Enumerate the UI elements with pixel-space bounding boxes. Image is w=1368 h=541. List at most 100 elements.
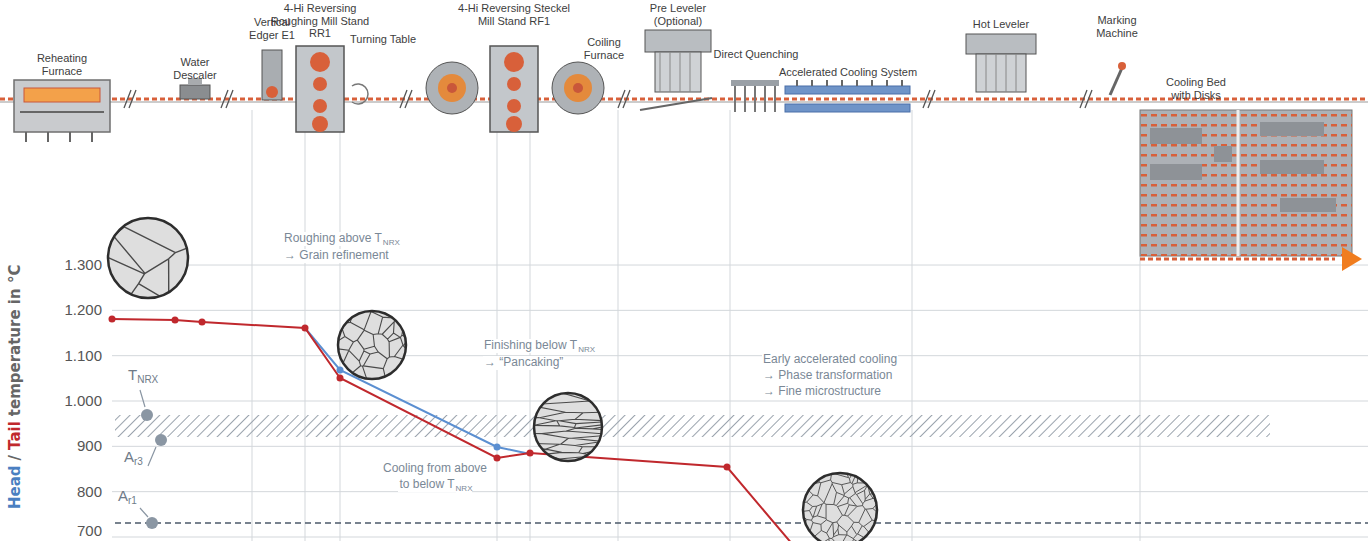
- marking-machine: [1110, 62, 1126, 95]
- coiling-furnace-left: [426, 62, 478, 114]
- pre-leveler: [640, 98, 712, 110]
- equipment-label: Hot Leveler: [973, 18, 1029, 31]
- roughing-mill: [312, 116, 328, 132]
- annotation: Early accelerated cooling: [762, 353, 898, 367]
- hot-leveler: [986, 54, 1016, 92]
- cooling-bed: [1140, 110, 1362, 271]
- microstructure-image: [799, 469, 880, 541]
- grid-lines: [112, 110, 1368, 541]
- cooling-bed: [1260, 122, 1324, 136]
- hot-leveler: [976, 54, 1026, 92]
- curve-point: [109, 316, 731, 471]
- vertical-edger: [266, 86, 278, 98]
- microstructure-image: [338, 311, 406, 379]
- curve-point: [199, 319, 206, 326]
- grid-lines: [112, 491, 1368, 492]
- microstructure-image: [335, 308, 410, 383]
- roughing-mill: [296, 46, 344, 132]
- reference-point: [146, 517, 158, 529]
- tick-label: 1.100: [64, 347, 102, 364]
- grid-lines: [618, 110, 619, 541]
- temperature-curve: [112, 319, 793, 541]
- microstructure-image: [104, 214, 192, 302]
- reference-point: [140, 390, 156, 517]
- equipment-label: Reheating Furnace: [27, 52, 97, 77]
- axis-title-part: Tail: [6, 421, 24, 450]
- water-descaler: [180, 78, 210, 99]
- annotation: Roughing above T: [283, 232, 383, 246]
- annotation: → Phase transformation: [762, 369, 893, 383]
- reference-label: A: [124, 448, 134, 465]
- coiling-furnace-left: [447, 83, 457, 93]
- roughing-mill: [313, 77, 327, 91]
- cooling-bed: [1140, 258, 1335, 261]
- curve-point: [302, 325, 309, 332]
- reference-point: [140, 390, 167, 529]
- accelerated-cooling-system: [785, 80, 910, 112]
- subscript: NRX: [578, 345, 595, 354]
- microstructure-image: [104, 214, 192, 302]
- subscript: r3: [134, 456, 143, 468]
- subscript: NRX: [383, 238, 400, 247]
- coiling-furnace-right: [552, 62, 604, 114]
- reference-label: T: [128, 366, 137, 383]
- microstructure-image: [534, 393, 602, 461]
- annotation: to below T: [398, 478, 455, 492]
- reheating-furnace: [14, 80, 110, 142]
- tick-label: 1.300: [64, 256, 102, 273]
- microstructure-image: [104, 214, 192, 302]
- microstructure-image: [803, 473, 877, 541]
- steckel-mill: [504, 52, 524, 72]
- grid-lines: [112, 355, 1368, 356]
- coiling-furnace-right: [564, 74, 592, 102]
- curve-point: [494, 455, 501, 462]
- roughing-mill: [313, 99, 327, 113]
- tick-label: 700: [77, 522, 102, 539]
- equipment-label: Pre Leveler (Optional): [641, 2, 715, 27]
- cooling-bed: [1214, 146, 1232, 162]
- accelerated-cooling-system: [785, 104, 910, 112]
- microstructure-image: [531, 390, 606, 465]
- grid-lines: [730, 110, 731, 541]
- cooling-bed: [1342, 247, 1362, 271]
- steckel-mill: [490, 46, 538, 132]
- vertical-edger: [262, 50, 282, 100]
- water-descaler: [180, 85, 210, 99]
- cooling-bed: [1140, 110, 1352, 256]
- curve-point: [337, 367, 344, 374]
- curve-point: [109, 316, 116, 323]
- annotation: Finishing below T: [483, 339, 578, 353]
- axis-title-part: temperature in °C: [6, 265, 24, 417]
- subscript: NRX: [456, 484, 473, 493]
- curve-point: [172, 317, 179, 324]
- equipment-label: Marking Machine: [1089, 14, 1145, 39]
- temperature-curve: [112, 319, 793, 541]
- equipment-label: Cooling Bed with Disks: [1158, 76, 1234, 101]
- tick-label: 900: [77, 437, 102, 454]
- grid-lines: [112, 537, 1368, 538]
- coiling-furnace-left: [426, 62, 478, 114]
- microstructure-image: [799, 469, 880, 541]
- equipment-label: Coiling Furnace: [576, 36, 632, 61]
- equipment-label: Direct Quenching: [714, 48, 799, 61]
- reheating-furnace: [14, 80, 110, 132]
- cooling-bed: [1280, 198, 1336, 212]
- reference-point: [141, 409, 153, 421]
- grid-lines: [112, 446, 1368, 447]
- marking-machine: [1118, 62, 1126, 70]
- reheating-furnace: [24, 88, 100, 102]
- reference-point: [155, 434, 167, 446]
- coiling-furnace-right: [552, 62, 604, 114]
- microstructure-image: [531, 390, 606, 465]
- cooling-bed: [1260, 160, 1324, 174]
- cooling-bed: [1140, 110, 1352, 256]
- curve-point: [337, 375, 344, 382]
- reference-label: A: [118, 487, 128, 504]
- reheating-furnace: [20, 112, 104, 142]
- curve-point: [494, 444, 501, 451]
- cooling-bed: [1150, 128, 1202, 144]
- ar1-line: [115, 522, 1368, 523]
- pre-leveler: [640, 30, 712, 110]
- direct-quenching: [731, 80, 779, 86]
- pre-leveler: [655, 52, 701, 92]
